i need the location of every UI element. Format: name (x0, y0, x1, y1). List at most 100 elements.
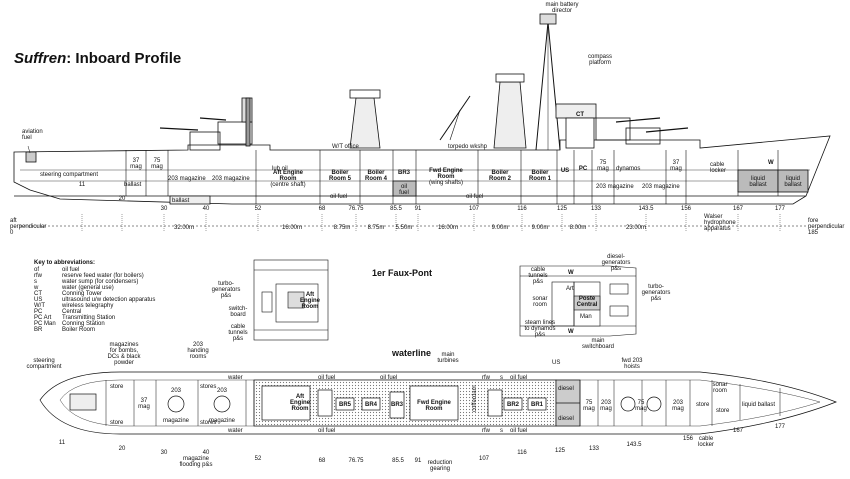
dimension-9: 23.00m (626, 225, 646, 231)
key-abbr-5: US (34, 297, 42, 303)
profile-frame-6: 76.75 (348, 206, 364, 212)
profile-frame-7: 85.5 (390, 206, 402, 212)
label-wl-203-b: 203 (217, 388, 228, 394)
label-wl-br3: BR3 (391, 402, 404, 408)
dimension-4: 5.50m (396, 225, 413, 231)
key-desc-7: Central (62, 309, 81, 315)
plan-frame-4: 52 (255, 456, 262, 462)
waterline-aft-engine-box (261, 385, 311, 421)
key-abbr-7: PC (34, 309, 43, 315)
label-wl-oil-fuel-2: oil fuel (380, 375, 397, 381)
waterline-fwd-engine-box (409, 385, 459, 421)
waterline-fwd-barbette-1 (620, 396, 636, 412)
label-wl-oil-fuel-3: oil fuel (510, 375, 527, 381)
label-br3: BR3 (398, 170, 411, 176)
plan-frame-6: 76.75 (348, 458, 364, 464)
profile-frame-5: 68 (319, 206, 326, 212)
dimension-8: 8.00m (570, 225, 587, 231)
label-wl-cofferdam: cofferdam (472, 385, 478, 412)
plan-frame-11: 125 (555, 448, 566, 454)
dimension-0: 32.00m (174, 225, 194, 231)
label-oil-fuel-c: oil fuel (466, 194, 483, 200)
profile-frame-12: 133 (591, 206, 602, 212)
main-battery-director-box (539, 13, 557, 25)
label-wl-store-b: store (110, 420, 124, 426)
key-desc-9: Conning Station (62, 321, 105, 327)
plan-frame-15: 167 (733, 428, 744, 434)
label-lub-oil: lub oil (272, 166, 288, 172)
plan-frame-13: 143.5 (626, 442, 642, 448)
label-wl-br5: BR5 (339, 402, 352, 408)
fwd-turret-a (625, 127, 661, 145)
key-abbr-10: BR (34, 327, 43, 333)
key-abbr-8: PC Art (34, 315, 52, 321)
label-wl-store-d: store (696, 402, 710, 408)
aft-turret-x (217, 121, 253, 145)
label-203-magazine-aft-b: 203 magazine (212, 176, 250, 182)
key-abbr-3: w (33, 285, 39, 291)
label-ballast-aft-2: ballast (172, 198, 190, 204)
waterline-fwd-barbette-2 (646, 396, 662, 412)
label-switchboard: switch-board (229, 306, 248, 318)
key-desc-6: wireless telegraphy (61, 303, 113, 309)
dimension-2: 8.75m (334, 225, 351, 231)
key-desc-5: ultrasound u/w detection apparatus (62, 297, 155, 303)
fwd-gun-barrel (615, 117, 661, 123)
dimension-3: 8.75m (368, 225, 385, 231)
label-wl-water-b: water (227, 428, 243, 434)
label-203-magazine-fwd-a: 203 magazine (596, 184, 634, 190)
label-wl-store-a: store (110, 384, 124, 390)
oil-fuel-tank-br3 (392, 180, 417, 197)
plan-frame-7: 85.5 (392, 458, 404, 464)
waterline-aft-barbette-1 (167, 395, 185, 413)
label-wl-stores-b: stores (200, 420, 216, 426)
profile-frame-9: 107 (469, 206, 480, 212)
fore-funnel (493, 81, 527, 149)
plan-frame-2: 30 (161, 450, 168, 456)
aft-funnel-cap (349, 89, 381, 99)
key-desc-0: oil fuel (62, 267, 79, 273)
liquid-ballast-tank-b (777, 169, 809, 193)
key-abbr-4: CT (34, 291, 42, 297)
key-desc-1: reserve feed water (for boilers) (62, 273, 144, 279)
fwd-gun-barrel-2 (645, 127, 689, 133)
boat-crane (439, 95, 471, 141)
title-ship-name: Suffren (14, 50, 67, 67)
label-w: W (768, 160, 774, 166)
profile-frame-4: 52 (255, 206, 262, 212)
profile-frame-16: 177 (775, 206, 786, 212)
label-wl-oil-fuel-1: oil fuel (318, 375, 335, 381)
fore-funnel-cap (495, 73, 525, 83)
waterline-aft-barbette-2 (213, 395, 231, 413)
plan-frame-9: 107 (479, 456, 490, 462)
label-wl-oil-fuel-5: oil fuel (510, 428, 527, 434)
key-heading: Key to abbreviations: (34, 260, 95, 266)
plan-frame-3: 40 (203, 450, 210, 456)
waterline-plan (39, 371, 837, 435)
label-wl-rfw-b: rfw (482, 428, 491, 434)
inboard-profile (13, 13, 831, 205)
label-wl-water-a: water (227, 375, 243, 381)
label-203-magazine-fwd-b: 203 magazine (642, 184, 680, 190)
waterline-steering-gear (69, 393, 97, 411)
faux-pont-aft-engine (275, 283, 319, 323)
label-203-magazine-aft-a: 203 magazine (168, 176, 206, 182)
key-desc-3: water (general use) (61, 285, 114, 291)
